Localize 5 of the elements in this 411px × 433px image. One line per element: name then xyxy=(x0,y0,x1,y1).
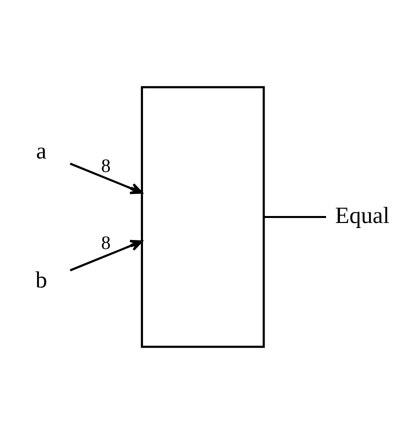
node-text: Equal xyxy=(335,202,390,228)
node-text: a xyxy=(36,138,46,164)
node-text: b xyxy=(35,267,48,294)
edge-label: 8 xyxy=(101,155,111,176)
edge-label: 8 xyxy=(101,232,111,254)
